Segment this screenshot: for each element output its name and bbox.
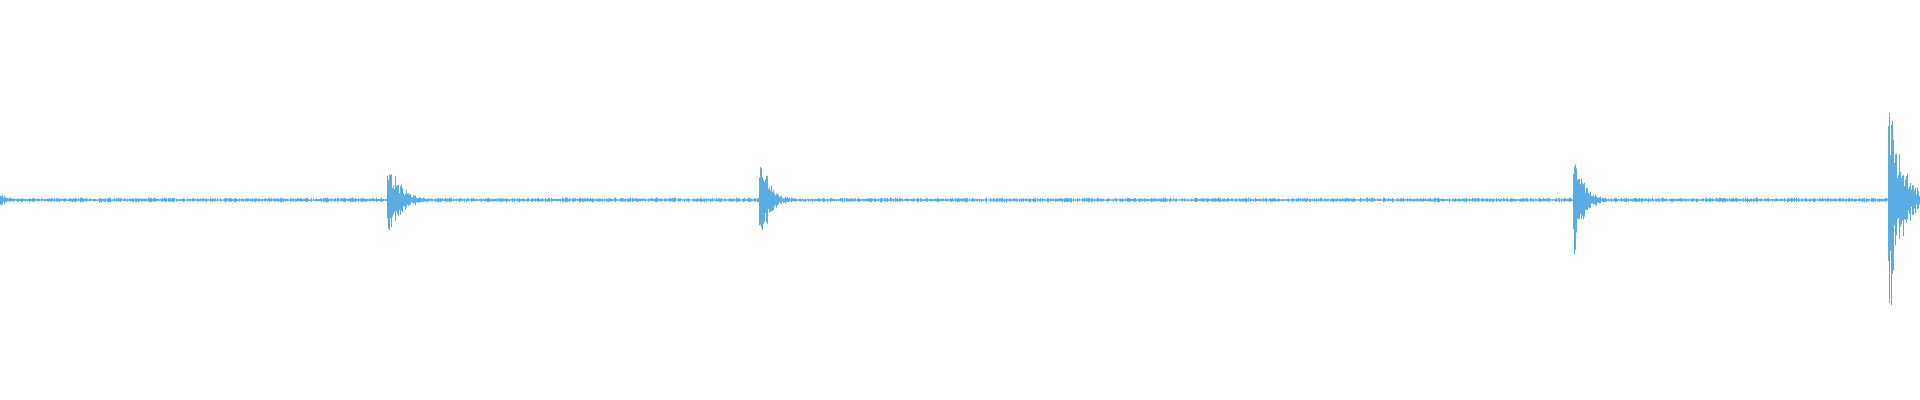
waveform-path xyxy=(0,113,1920,306)
waveform-trace xyxy=(0,113,1920,306)
